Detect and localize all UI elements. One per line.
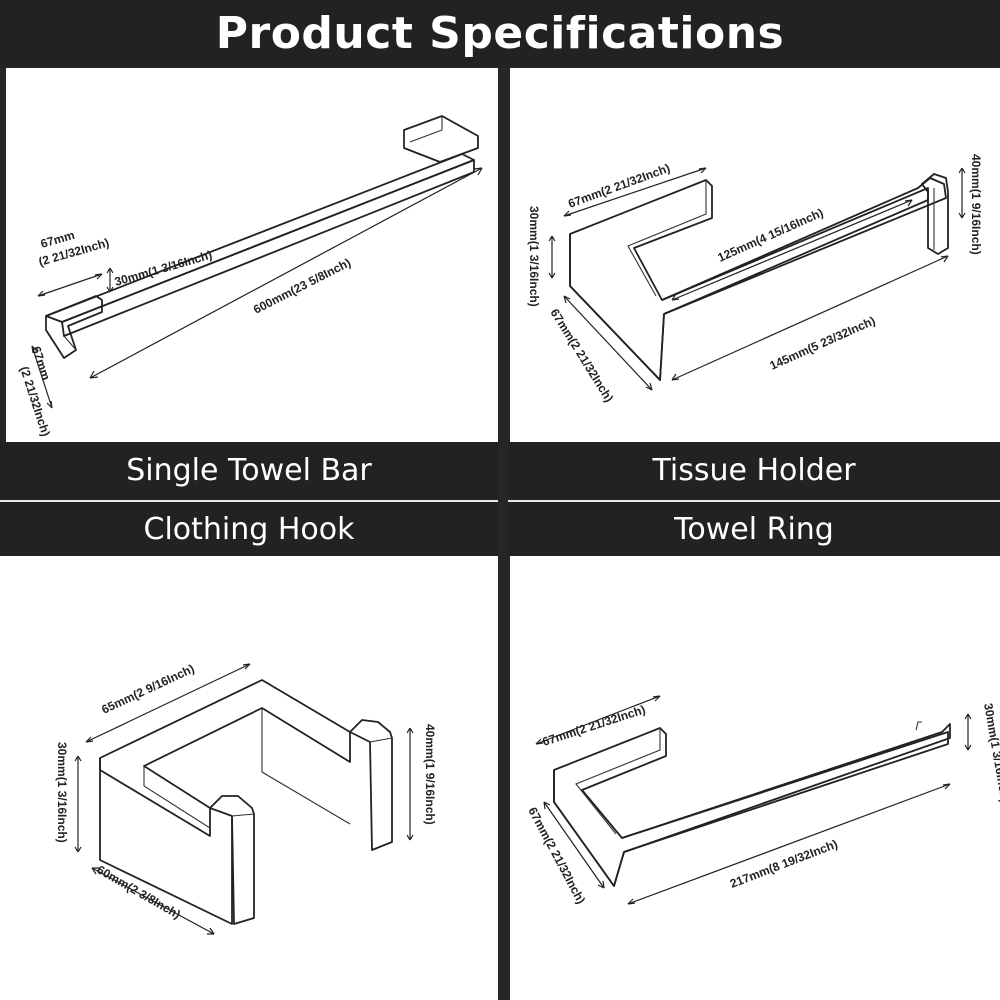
towel-bar-label: Single Towel Bar [0, 442, 498, 498]
hook-top-label: 65mm(2 9/16Inch) [99, 661, 196, 716]
tissue-holder-drawing: 67mm(2 21/32Inch) 30mm(1 3/16Inch) 125mm… [527, 154, 983, 405]
towel-ring-panel: 67mm(2 21/32Inch) 30mm(1 3/16Inch) 67mm(… [510, 556, 1000, 1000]
ring-height-label: 30mm(1 3/16Inch) [981, 702, 1000, 804]
clothing-hook-panel: 65mm(2 9/16Inch) 30mm(1 3/16Inch) 40mm(1… [0, 556, 498, 1000]
tissue-width-top-label: 67mm(2 21/32Inch) [566, 161, 672, 211]
towel-bar-drawing: 67mm (2 21/32Inch) 30mm(1 3/16Inch) 600m… [17, 115, 483, 438]
divider-right [508, 500, 1000, 502]
ring-length-label: 217mm(8 19/32Inch) [728, 837, 840, 891]
tissue-height-left-label: 30mm(1 3/16Inch) [527, 206, 541, 307]
tissue-holder-label: Tissue Holder [508, 442, 1000, 498]
clothing-hook-label: Clothing Hook [0, 502, 498, 556]
towel-ring-label: Towel Ring [508, 502, 1000, 556]
ring-top-label: 67mm(2 21/32Inch) [541, 702, 647, 749]
tissue-height-right-label: 40mm(1 9/16Inch) [969, 154, 983, 255]
tissue-depth-label: 67mm(2 21/32Inch) [547, 306, 616, 404]
clothing-hook-drawing: 65mm(2 9/16Inch) 30mm(1 3/16Inch) 40mm(1… [55, 661, 437, 935]
hook-depth-label: 60mm(2 3/8Inch) [95, 862, 183, 921]
towel-ring-drawing: 67mm(2 21/32Inch) 30mm(1 3/16Inch) 67mm(… [525, 695, 1000, 906]
hook-height-right-label: 40mm(1 9/16Inch) [423, 724, 437, 825]
towel-bar-panel: 67mm (2 21/32Inch) 30mm(1 3/16Inch) 600m… [6, 68, 498, 442]
tissue-length-label: 145mm(5 23/32Inch) [768, 314, 878, 373]
tissue-holder-panel: 67mm(2 21/32Inch) 30mm(1 3/16Inch) 125mm… [510, 68, 1000, 442]
hook-height-left-label: 30mm(1 3/16Inch) [55, 742, 69, 843]
divider-left [0, 500, 498, 502]
page-title: Product Specifications [0, 0, 1000, 66]
